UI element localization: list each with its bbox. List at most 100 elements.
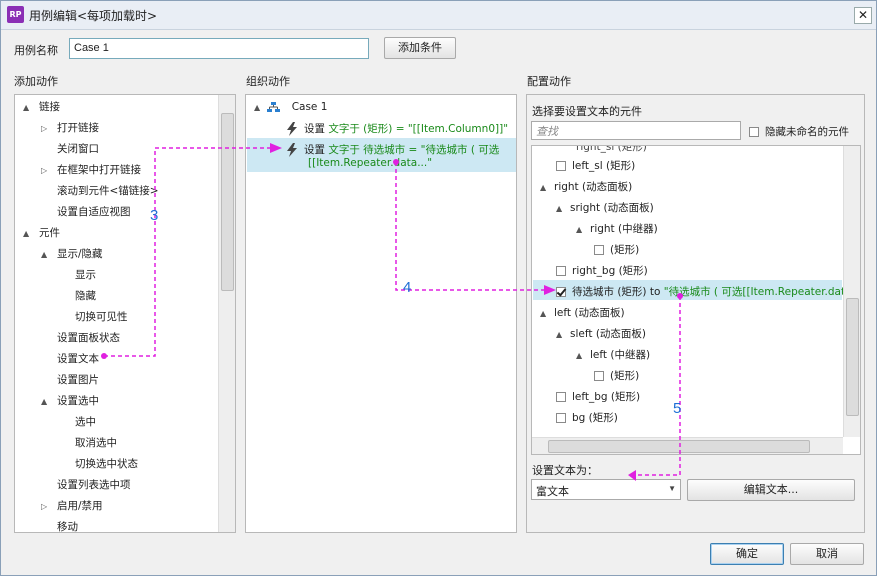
tree-toggle-icon[interactable]: ▲ bbox=[23, 103, 30, 112]
close-button[interactable]: ✕ bbox=[854, 7, 872, 24]
cancel-button[interactable]: 取消 bbox=[790, 543, 864, 565]
title-bar: RP 用例编辑<每项加载时> ✕ bbox=[1, 1, 876, 30]
widget-tree-row[interactable]: ▲right (动态面板) bbox=[540, 179, 632, 194]
tree-toggle-icon[interactable]: ▲ bbox=[41, 250, 48, 259]
add-action-label: 滚动到元件<锚链接> bbox=[57, 185, 159, 197]
widget-row-partial[interactable]: right_sl (矩形) bbox=[576, 145, 647, 153]
add-action-scrollbar[interactable] bbox=[218, 95, 235, 532]
widget-tree-row[interactable]: right_bg (矩形) bbox=[556, 263, 648, 278]
add-action-label: 设置自适应视图 bbox=[57, 206, 131, 218]
arrow-path-5 bbox=[636, 296, 681, 476]
add-action-item[interactable]: ▷启用/禁用 bbox=[41, 498, 103, 513]
add-action-item[interactable]: ▷在框架中打开链接 bbox=[41, 162, 141, 177]
widget-tree-vscroll[interactable] bbox=[843, 146, 860, 437]
ok-button[interactable]: 确定 bbox=[710, 543, 784, 565]
window-title: 用例编辑<每项加载时> bbox=[29, 9, 158, 23]
widget-checkbox[interactable] bbox=[556, 392, 566, 402]
add-action-item[interactable]: 设置列表选中项 bbox=[41, 477, 131, 492]
tree-toggle-icon[interactable]: ▷ bbox=[41, 124, 48, 133]
add-action-label: 显示/隐藏 bbox=[57, 248, 103, 260]
scroll-thumb[interactable] bbox=[846, 298, 859, 416]
add-action-item[interactable]: ▲ 显示/隐藏 bbox=[41, 246, 103, 261]
arrow-path-4 bbox=[395, 162, 544, 291]
configure-subtitle: 选择要设置文本的元件 bbox=[532, 105, 642, 118]
action-item-1[interactable]: 设置 文字于 (矩形) = "[[Item.Column0]]" bbox=[286, 121, 508, 136]
annotation-number-5: 5 bbox=[673, 400, 682, 417]
tree-toggle-icon[interactable]: ▲ bbox=[41, 397, 48, 406]
case-node[interactable]: ▲ Case 1 bbox=[254, 101, 327, 113]
add-action-item[interactable]: ▲元件 bbox=[23, 225, 60, 240]
widget-tree-row[interactable]: left_bg (矩形) bbox=[556, 389, 640, 404]
checkbox[interactable] bbox=[749, 127, 759, 137]
tree-toggle-icon[interactable]: ▲ bbox=[556, 330, 563, 339]
widget-tree-row[interactable]: (矩形) bbox=[594, 368, 639, 383]
selected-widget-highlight bbox=[533, 280, 842, 300]
add-action-label: 设置文本 bbox=[57, 353, 99, 365]
add-condition-button[interactable]: 添加条件 bbox=[384, 37, 456, 59]
widget-tree-row[interactable]: ▲left (动态面板) bbox=[540, 305, 625, 320]
tree-toggle-icon[interactable]: ▲ bbox=[576, 225, 583, 234]
action-item-2[interactable]: 设置 文字于 待选城市 = "待选城市 ( 可选 bbox=[286, 142, 499, 157]
add-action-item[interactable]: 滚动到元件<锚链接> bbox=[41, 183, 159, 198]
tree-toggle-icon[interactable]: ▲ bbox=[540, 309, 547, 318]
widget-checkbox[interactable] bbox=[594, 371, 604, 381]
widget-tree-row[interactable]: ▲sright (动态面板) bbox=[556, 200, 654, 215]
add-action-label: 取消选中 bbox=[75, 437, 117, 449]
edit-text-button[interactable]: 编辑文本... bbox=[687, 479, 855, 501]
add-action-item[interactable]: 设置面板状态 bbox=[41, 330, 120, 345]
text-type-value: 富文本 bbox=[536, 486, 569, 498]
widget-tree-row[interactable]: (矩形) bbox=[594, 242, 639, 257]
widget-tree-hscroll[interactable] bbox=[532, 437, 843, 454]
tree-toggle-icon[interactable]: ▲ bbox=[540, 183, 547, 192]
add-action-item[interactable]: 关闭窗口 bbox=[41, 141, 99, 156]
widget-tree-row[interactable]: ▲sleft (动态面板) bbox=[556, 326, 646, 341]
text-type-select[interactable]: 富文本 ▼ bbox=[531, 479, 681, 500]
widget-tree-row[interactable]: bg (矩形) bbox=[556, 410, 618, 425]
widget-label: left_bg (矩形) bbox=[572, 391, 641, 403]
widget-checkbox[interactable] bbox=[556, 266, 566, 276]
widget-tree-panel: right_sl (矩形) left_sl (矩形)▲right (动态面板)▲… bbox=[531, 145, 861, 455]
add-action-item[interactable]: ▲链接 bbox=[23, 99, 60, 114]
add-action-item[interactable]: 显示 bbox=[59, 267, 96, 282]
hide-unnamed-checkbox[interactable]: 隐藏未命名的元件 bbox=[749, 124, 849, 139]
add-action-item[interactable]: ▷打开链接 bbox=[41, 120, 99, 135]
add-action-label: 设置列表选中项 bbox=[57, 479, 131, 491]
widget-label: left (中继器) bbox=[590, 349, 651, 361]
case-name-input[interactable]: Case 1 bbox=[69, 38, 369, 59]
tree-toggle-icon[interactable]: ▷ bbox=[41, 502, 48, 511]
add-action-item[interactable]: 设置文本 bbox=[41, 351, 99, 366]
tree-toggle-icon[interactable]: ▷ bbox=[41, 166, 48, 175]
configure-action-heading: 配置动作 bbox=[527, 75, 571, 88]
widget-search-input[interactable]: 查找 bbox=[531, 121, 741, 140]
scroll-thumb[interactable] bbox=[221, 113, 234, 291]
widget-label: 待选城市 (矩形) to bbox=[572, 286, 664, 298]
widget-checkbox[interactable] bbox=[556, 413, 566, 423]
widget-label: (矩形) bbox=[610, 370, 640, 382]
add-action-item[interactable]: 隐藏 bbox=[59, 288, 96, 303]
add-action-item[interactable]: 取消选中 bbox=[59, 435, 117, 450]
add-action-item[interactable]: 设置自适应视图 bbox=[41, 204, 131, 219]
add-action-item[interactable]: ▲设置选中 bbox=[41, 393, 99, 408]
add-action-item[interactable]: 设置图片 bbox=[41, 372, 99, 387]
collapse-toggle[interactable]: ▲ bbox=[254, 103, 261, 112]
widget-tree-row[interactable]: left_sl (矩形) bbox=[556, 158, 635, 173]
widget-tree-row[interactable]: ▲right (中继器) bbox=[576, 221, 658, 236]
widget-tree-row[interactable]: 待选城市 (矩形) to "待选城市 ( 可选[[Item.Repeater.d… bbox=[556, 284, 852, 299]
widget-checkbox[interactable] bbox=[556, 161, 566, 171]
widget-tree-row[interactable]: ▲ left (中继器) bbox=[576, 347, 650, 362]
add-action-label: 移动 bbox=[57, 521, 78, 533]
tree-toggle-icon[interactable]: ▲ bbox=[576, 351, 583, 360]
add-action-item[interactable]: 选中 bbox=[59, 414, 96, 429]
action-2-prefix: 设置 bbox=[304, 144, 329, 156]
add-action-heading: 添加动作 bbox=[14, 75, 58, 88]
tree-toggle-icon[interactable]: ▲ bbox=[23, 229, 30, 238]
widget-checkbox[interactable] bbox=[594, 245, 604, 255]
arrow-path-3 bbox=[104, 147, 270, 357]
add-action-item[interactable]: 切换选中状态 bbox=[59, 456, 138, 471]
add-action-item[interactable]: 切换可见性 bbox=[59, 309, 128, 324]
add-action-item[interactable]: 移动 bbox=[41, 519, 78, 533]
scroll-thumb[interactable] bbox=[548, 440, 810, 453]
widget-checkbox[interactable] bbox=[556, 287, 566, 297]
tree-toggle-icon[interactable]: ▲ bbox=[556, 204, 563, 213]
